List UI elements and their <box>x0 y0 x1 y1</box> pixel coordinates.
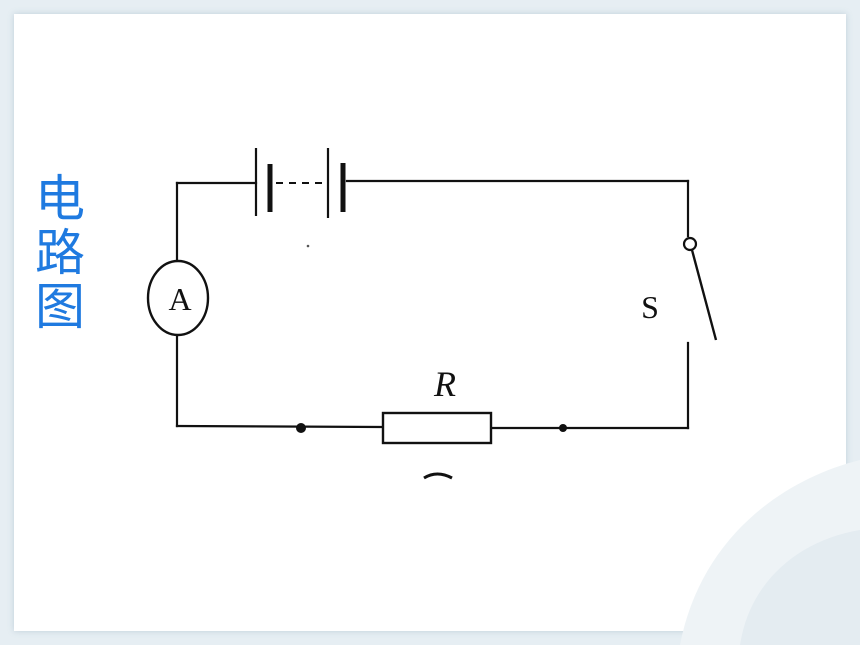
ammeter: A <box>146 259 210 337</box>
resistor: R <box>381 364 493 445</box>
battery <box>254 148 346 218</box>
scan-artifact <box>423 472 453 480</box>
wire-bottom-left <box>175 424 385 429</box>
background-decoration <box>680 460 860 645</box>
switch: S <box>641 236 718 341</box>
title-char-3: 图 <box>35 278 85 336</box>
vertical-title: 电 路 图 <box>30 172 90 334</box>
terminal-dot-right <box>559 424 567 432</box>
slide <box>14 14 846 631</box>
title-char-1: 电 <box>35 170 85 228</box>
resistor-label: R <box>433 364 456 404</box>
switch-label: S <box>641 289 659 325</box>
ammeter-label: A <box>168 281 191 317</box>
title-char-2: 路 <box>35 224 85 282</box>
scan-speck <box>306 244 310 248</box>
terminal-dot-left <box>296 423 306 433</box>
